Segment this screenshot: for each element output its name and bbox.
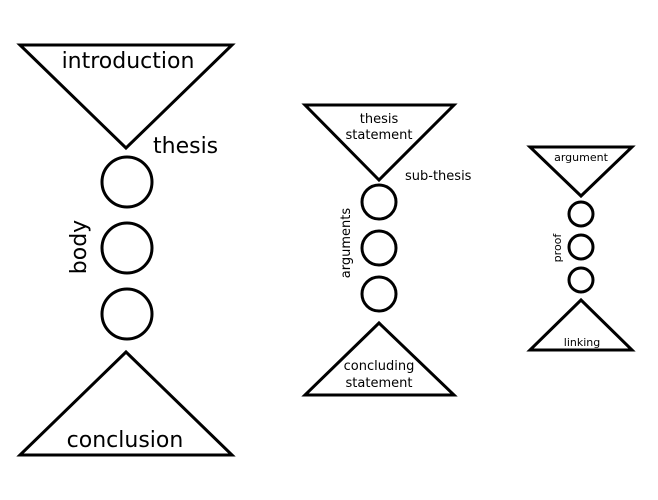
medium-argument-circle-3 [360, 275, 398, 313]
medium-hourglass: thesis statement sub-thesis arguments co… [301, 103, 472, 397]
small-proof-circle-1 [567, 200, 595, 228]
medium-arguments-label: arguments [339, 208, 354, 279]
large-conclusion-label: conclusion [67, 428, 184, 453]
large-body-circle-1 [100, 155, 154, 209]
large-body-circle-2 [100, 221, 154, 275]
small-linking-triangle [526, 297, 636, 352]
medium-concluding-triangle [301, 320, 458, 397]
small-argument-triangle [526, 145, 636, 199]
medium-thesis-label-line1: thesis [360, 112, 399, 127]
large-thesis-label: thesis [153, 134, 218, 159]
large-body-label: body [67, 220, 92, 274]
small-linking-label: linking [564, 336, 600, 349]
large-body-circle-3 [100, 287, 154, 341]
small-proof-label: proof [551, 233, 564, 263]
medium-thesis-triangle [301, 103, 458, 183]
medium-concluding-label-line2: statement [346, 376, 413, 391]
medium-thesis-label-line2: statement [346, 128, 413, 143]
medium-sub-thesis-label: sub-thesis [405, 169, 472, 184]
large-hourglass: introduction thesis body conclusion [16, 43, 236, 457]
large-conclusion-triangle [16, 349, 236, 457]
small-proof-circle-3 [567, 266, 595, 294]
large-introduction-label: introduction [62, 49, 195, 74]
medium-argument-circle-2 [360, 229, 398, 267]
small-proof-circle-2 [567, 233, 595, 261]
medium-concluding-label-line1: concluding [344, 359, 415, 374]
large-introduction-triangle [16, 43, 236, 151]
medium-argument-circle-1 [360, 183, 398, 221]
small-hourglass: argument proof linking [526, 145, 636, 352]
small-argument-label: argument [554, 151, 608, 164]
